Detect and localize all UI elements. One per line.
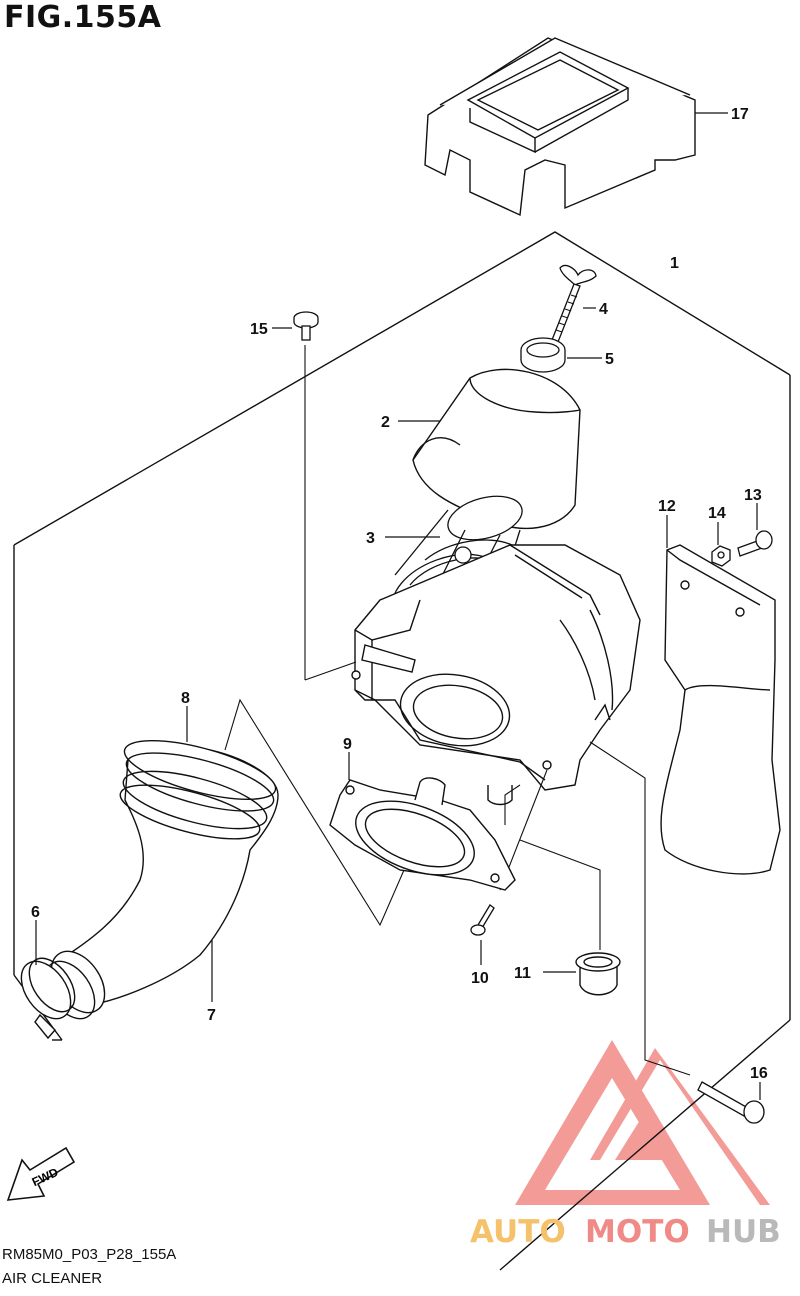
part-6-clamp bbox=[20, 957, 76, 1040]
callout-17: 17 bbox=[731, 106, 749, 123]
callout-14: 14 bbox=[708, 505, 726, 522]
part-13-bolt bbox=[737, 530, 773, 557]
part-15-screw bbox=[293, 311, 319, 341]
fwd-arrow-icon: FWD bbox=[6, 1146, 76, 1201]
callout-15: 15 bbox=[250, 321, 268, 338]
callout-13: 13 bbox=[744, 487, 762, 504]
part-16-bolt bbox=[697, 1081, 765, 1124]
part-10-screw bbox=[470, 904, 495, 936]
callout-5: 5 bbox=[605, 351, 614, 368]
callout-3: 3 bbox=[366, 530, 375, 547]
callout-11: 11 bbox=[514, 965, 531, 982]
callout-numbers: 1 2 3 4 5 6 7 8 9 10 11 12 13 14 15 16 1… bbox=[31, 106, 768, 1082]
callout-16: 16 bbox=[750, 1065, 768, 1082]
figure-title: FIG.155A bbox=[4, 0, 162, 35]
part-9-holder bbox=[329, 777, 516, 891]
figure-code: RM85M0_P03_P28_155A bbox=[2, 1246, 177, 1263]
callout-2: 2 bbox=[381, 414, 390, 431]
callout-4: 4 bbox=[599, 301, 608, 318]
callout-9: 9 bbox=[343, 736, 352, 753]
part-14-nut bbox=[711, 545, 731, 567]
callout-7: 7 bbox=[207, 1007, 216, 1024]
callout-6: 6 bbox=[31, 904, 40, 921]
callout-8: 8 bbox=[181, 690, 190, 707]
part-5-washer bbox=[520, 337, 566, 373]
watermark-logo-icon bbox=[515, 1040, 770, 1205]
callout-1: 1 bbox=[670, 255, 679, 272]
air-cleaner-case bbox=[351, 544, 641, 806]
watermark-text: AUTO MOTO HUB bbox=[470, 1214, 781, 1250]
part-12-mud-guard bbox=[660, 544, 781, 875]
part-4-wing-bolt bbox=[551, 264, 597, 343]
part-11-grommet bbox=[575, 952, 621, 996]
callout-10: 10 bbox=[471, 970, 489, 987]
watermark-auto: AUTO bbox=[470, 1214, 566, 1250]
figure-name: AIR CLEANER bbox=[2, 1270, 103, 1287]
part-2-filter bbox=[412, 368, 581, 530]
watermark-moto: MOTO bbox=[585, 1214, 690, 1250]
callout-12: 12 bbox=[658, 498, 676, 515]
watermark-hub: HUB bbox=[706, 1214, 781, 1250]
part-17-cover bbox=[424, 37, 696, 217]
